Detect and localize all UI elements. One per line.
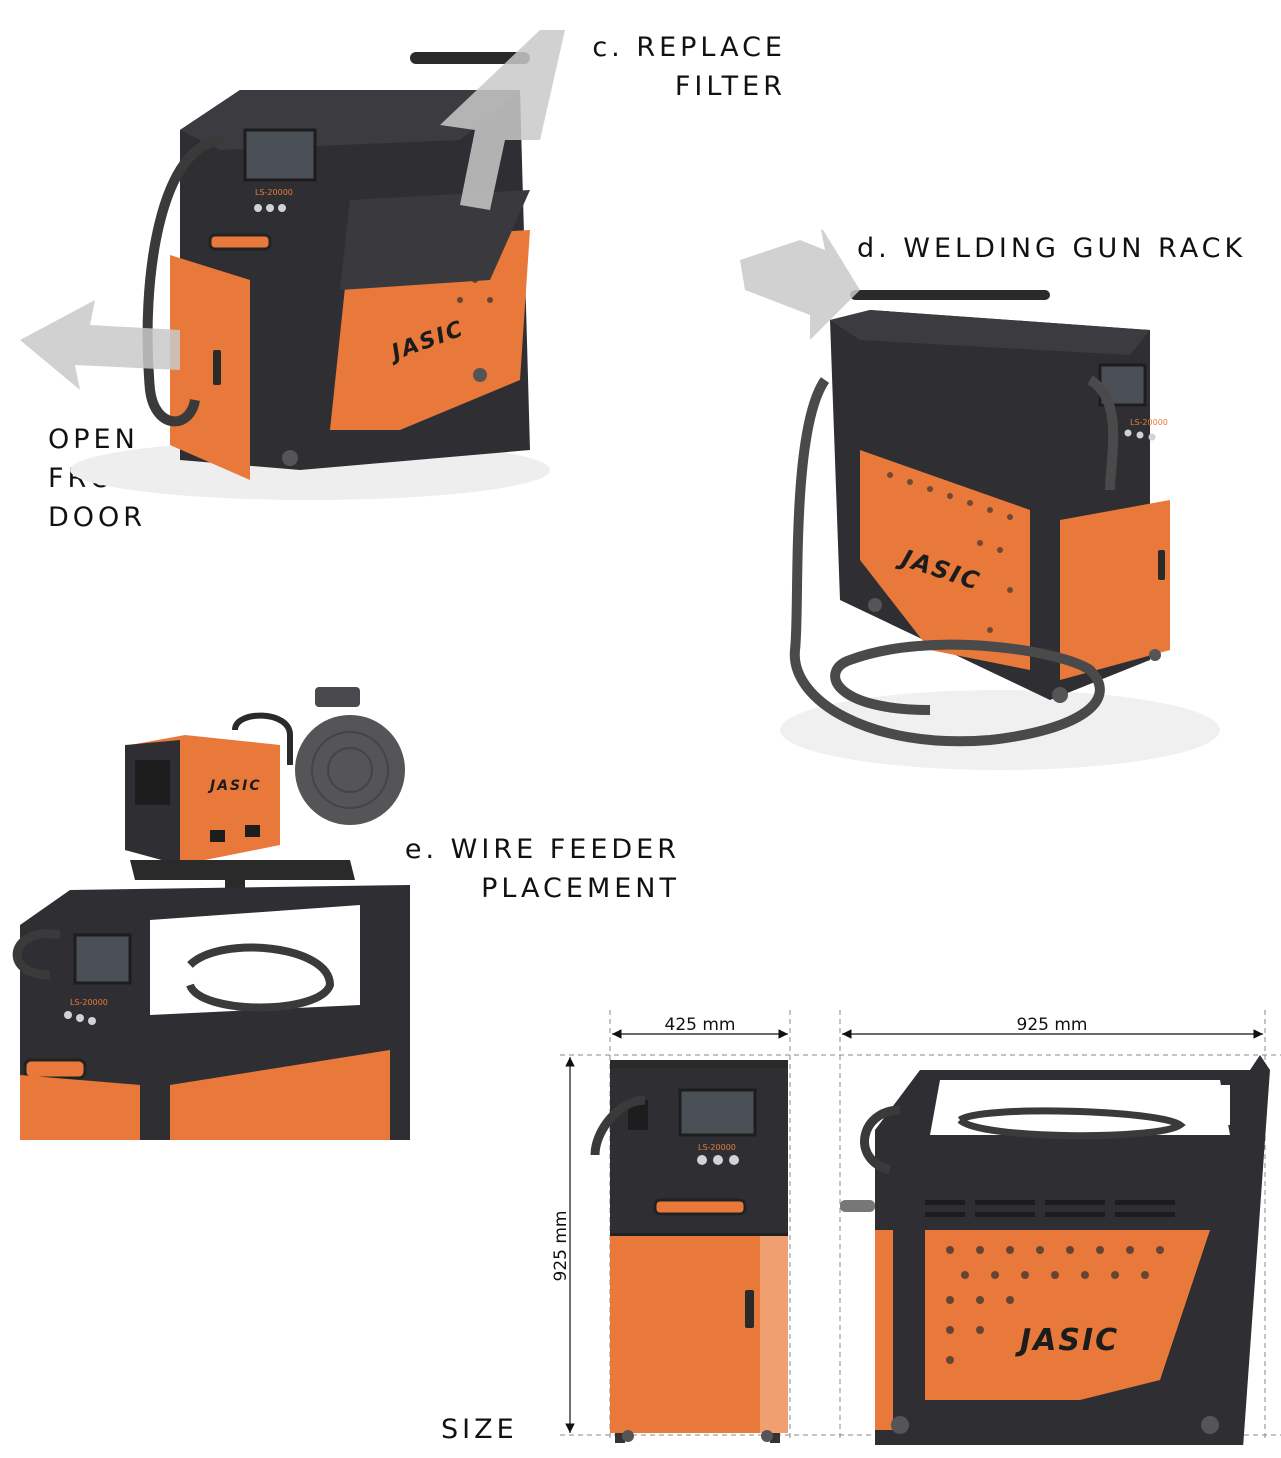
machine-open-door-image: LS-20000 JASIC	[20, 30, 565, 500]
caption-line: OPEN	[48, 424, 139, 455]
caption-welding-gun-rack: d. WELDING GUN RACK	[857, 229, 1246, 268]
caption-replace-filter: c. REPLACE FILTER	[560, 28, 786, 106]
caption-line: DOOR	[48, 502, 147, 533]
brand-logo: JASIC	[207, 778, 262, 794]
caption-wire-feeder: e. WIRE FEEDER PLACEMENT	[380, 830, 680, 908]
caption-line: d. WELDING GUN RACK	[857, 233, 1247, 264]
dimension-side-length: 925 mm	[1017, 1015, 1088, 1035]
caption-size: SIZE	[441, 1410, 518, 1449]
caption-line: e. WIRE FEEDER	[404, 834, 680, 865]
caption-line: PLACEMENT	[481, 873, 680, 904]
dimension-lines: 425 mm 925 mm 925 mm	[551, 1010, 1281, 1440]
caption-line: c. REPLACE	[592, 32, 786, 63]
model-label: LS-20000	[70, 998, 108, 1007]
machine-side-view-image: JASIC	[840, 1050, 1270, 1445]
dimension-front-width: 425 mm	[665, 1015, 736, 1035]
model-label: LS-20000	[698, 1143, 736, 1152]
dimension-height: 925 mm	[551, 1211, 571, 1282]
wire-feeder-image: JASIC LS-20000	[12, 687, 410, 1140]
model-label: LS-20000	[255, 188, 293, 197]
machine-front-view-image: LS-20000	[590, 1060, 788, 1443]
model-label: LS-20000	[1130, 418, 1168, 427]
caption-line: SIZE	[441, 1414, 518, 1445]
brand-logo: JASIC	[1015, 1323, 1119, 1358]
caption-line: FILTER	[674, 71, 786, 102]
machine-gun-rack-image: LS-20000 JASIC	[740, 230, 1220, 770]
